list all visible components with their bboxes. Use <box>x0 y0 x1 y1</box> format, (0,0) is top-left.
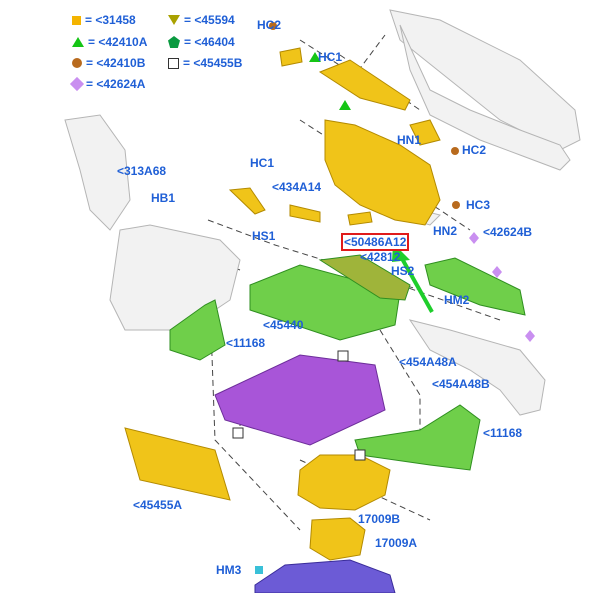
callout-hc2-right[interactable]: HC2 <box>462 143 487 157</box>
callout-hc2-top[interactable]: HC2 <box>257 18 282 32</box>
side-trim-11168-left <box>169 299 226 361</box>
legend-item: = <45594 <box>168 12 235 28</box>
legend: = <31458 = <45594 = <42410A = <46404 = <… <box>0 0 280 100</box>
fastener-icons <box>232 22 535 574</box>
callout-hm3[interactable]: HM3 <box>216 563 242 577</box>
callout-434a14[interactable]: <434A14 <box>272 180 322 194</box>
green-triangle-up-icon <box>72 37 84 47</box>
hn1-bracket <box>409 119 441 146</box>
small-trim-clip <box>347 211 373 226</box>
spare-wheel-foam-17009B <box>297 454 391 511</box>
callout-42812[interactable]: <42812 <box>360 250 401 264</box>
callout-hs1[interactable]: HS1 <box>252 229 276 243</box>
callout-hn1[interactable]: HN1 <box>397 133 422 147</box>
green-trim-parts <box>169 254 526 471</box>
side-trim-11168-right <box>354 404 481 471</box>
callout-highlighted-part[interactable]: <50486A12 <box>341 233 410 251</box>
callout-454a48b[interactable]: <454A48B <box>432 377 490 391</box>
green-pentagon-icon <box>168 36 180 48</box>
upper-trim-strip <box>318 59 411 111</box>
small-trim-left <box>228 187 266 215</box>
purple-diamond-icon <box>69 76 85 92</box>
callout-42624b[interactable]: <42624B <box>483 225 533 239</box>
callout-45455a[interactable]: <45455A <box>133 498 183 512</box>
callout-hm2[interactable]: HM2 <box>444 293 470 307</box>
triangle-fastener-icon <box>339 100 351 110</box>
callout-hb1[interactable]: HB1 <box>151 191 176 205</box>
callout-hn2[interactable]: HN2 <box>433 224 458 238</box>
small-trim-mid <box>289 204 321 223</box>
legend-item: = <42624A <box>69 76 145 92</box>
callout-hc1-left[interactable]: HC1 <box>250 156 275 170</box>
hc2-right-fastener-icon <box>451 147 459 155</box>
spare-tire-well <box>254 559 396 593</box>
hc2-fastener-icon <box>269 22 277 30</box>
callout-hs2[interactable]: HS2 <box>391 264 415 278</box>
legend-item: = <46404 <box>168 34 235 50</box>
diamond-fastener-icon <box>469 232 479 244</box>
square-marker-icon-2 <box>232 427 244 439</box>
legend-item: = <45455B <box>168 55 242 71</box>
hm3-fastener-icon <box>255 566 263 574</box>
tonneau-cover-42812 <box>318 254 411 301</box>
olive-triangle-down-icon <box>168 15 180 25</box>
square-marker-icon-3 <box>354 449 366 461</box>
callout-454a48a[interactable]: <454A48A <box>399 355 457 369</box>
yellow-square-icon <box>72 15 81 25</box>
floor-mat-purple <box>214 354 386 446</box>
callout-hc1-top[interactable]: HC1 <box>318 50 343 64</box>
diamond-fastener-icon-3 <box>525 330 535 342</box>
diamond-fastener-icon-2 <box>492 266 502 278</box>
legend-item: = <31458 <box>72 12 136 28</box>
legend-item: = <42410B <box>72 55 145 71</box>
callout-11168-right[interactable]: <11168 <box>483 426 523 440</box>
callout-17009a[interactable]: 17009A <box>375 536 418 550</box>
yellow-trim-parts <box>124 47 441 561</box>
jack-holder-17009A <box>309 517 366 561</box>
rear-trim-42624B <box>424 257 526 316</box>
sound-insulator-45455A <box>124 427 231 501</box>
callout-45440[interactable]: <45440 <box>263 318 304 332</box>
quarter-trim-panel <box>324 119 441 226</box>
legend-item: = <42410A <box>72 34 147 50</box>
square-marker-icon <box>337 350 349 362</box>
callout-hc3[interactable]: HC3 <box>466 198 491 212</box>
callout-17009b[interactable]: 17009B <box>358 512 401 526</box>
callout-313a68[interactable]: <313A68 <box>117 164 167 178</box>
brown-circle-icon <box>72 58 82 68</box>
hc3-fastener-icon <box>452 201 460 209</box>
callout-11168-left[interactable]: <11168 <box>226 336 266 350</box>
hc1-fastener-icon <box>309 52 321 62</box>
white-square-icon <box>168 57 179 69</box>
hc2-bracket <box>279 47 303 67</box>
